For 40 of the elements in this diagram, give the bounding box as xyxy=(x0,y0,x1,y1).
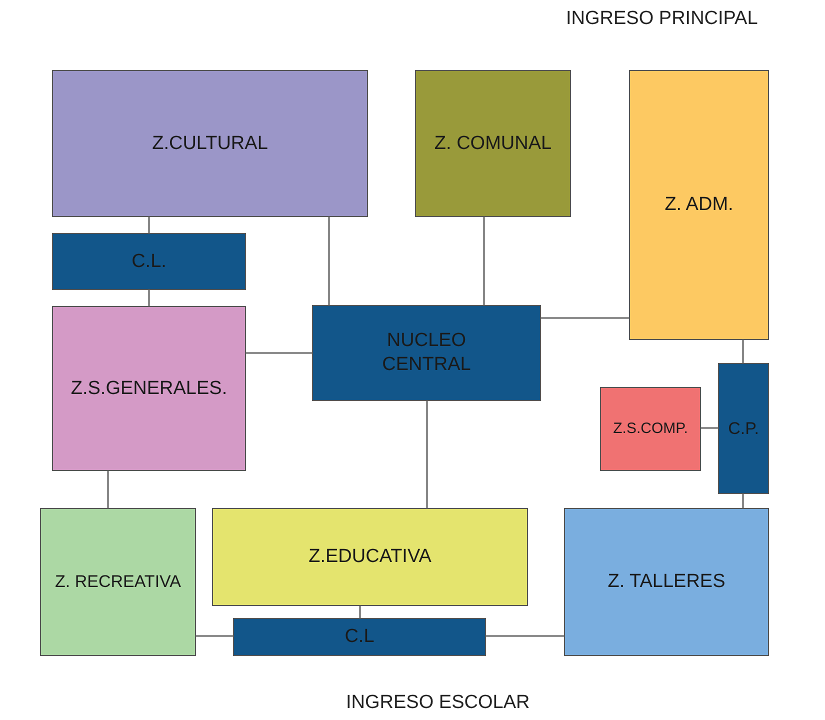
zone-label: Z. RECREATIVA xyxy=(55,571,181,593)
zone-label: C.P. xyxy=(728,418,759,440)
entrance-label: INGRESO ESCOLAR xyxy=(346,692,530,714)
zone-label: Z. ADM. xyxy=(664,193,734,217)
zone-block xyxy=(40,508,196,656)
zone-block xyxy=(600,387,701,471)
corridor-block xyxy=(312,305,541,401)
zone-block xyxy=(52,70,368,217)
zone-label: Z.S.GENERALES. xyxy=(70,376,228,400)
connector-line xyxy=(742,340,744,363)
connector-line xyxy=(107,471,109,508)
zone-label: C.L. xyxy=(132,250,166,274)
zone-label: NUCLEO CENTRAL xyxy=(381,329,472,377)
connector-line xyxy=(359,606,361,618)
connector-line xyxy=(483,217,485,305)
connector-line xyxy=(148,290,150,306)
zone-label: Z.CULTURAL xyxy=(152,132,268,156)
connector-line xyxy=(701,427,718,429)
zone-block xyxy=(212,508,528,606)
zone-block xyxy=(415,70,571,217)
zone-label: Z. TALLERES xyxy=(608,570,726,594)
connector-line xyxy=(148,217,150,233)
connector-line xyxy=(742,494,744,508)
connector-line xyxy=(426,401,428,508)
zone-block xyxy=(564,508,769,656)
zone-block xyxy=(629,70,769,340)
zone-label: Z. COMUNAL xyxy=(434,132,552,156)
corridor-block xyxy=(718,363,769,494)
corridor-block xyxy=(233,618,486,656)
zone-block xyxy=(52,306,246,471)
connector-line xyxy=(486,635,564,637)
connector-line xyxy=(196,635,233,637)
zone-label: Z.EDUCATIVA xyxy=(308,545,432,569)
corridor-block xyxy=(52,233,246,290)
zone-label: C.L xyxy=(344,625,374,649)
connector-line xyxy=(541,317,629,319)
connector-line xyxy=(246,352,312,354)
entrance-label: INGRESO PRINCIPAL xyxy=(566,8,758,30)
zone-label: Z.S.COMP. xyxy=(613,420,688,438)
connector-line xyxy=(328,217,330,305)
